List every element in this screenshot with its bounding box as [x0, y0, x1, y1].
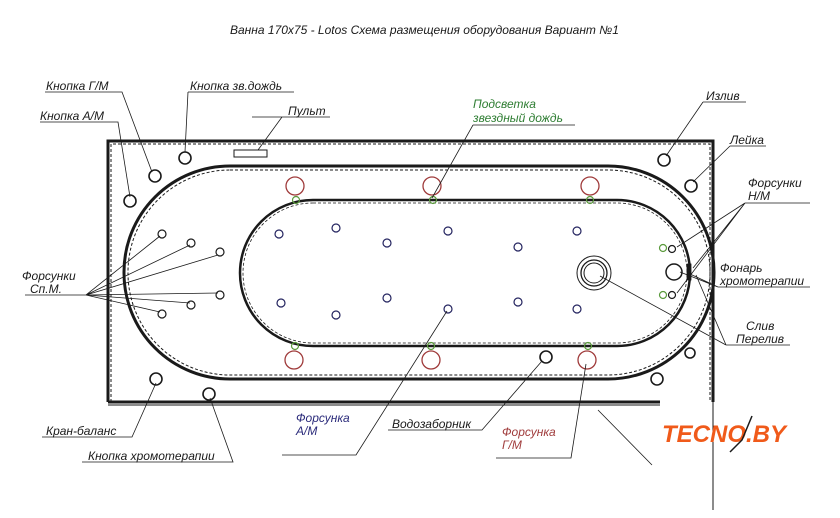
button-gm: [148, 169, 162, 183]
rim-buttons: [123, 151, 698, 401]
mixer-valve: [149, 372, 163, 386]
label-chromo-lamp-2: хромотерапии: [719, 274, 804, 288]
label-spout: Излив: [706, 89, 740, 103]
side-fixtures: [665, 244, 692, 300]
label-chromo-lamp-1: Фонарь: [720, 261, 762, 275]
label-star-rain-light-1: Подсветка: [473, 97, 536, 111]
back-jets: [157, 229, 225, 319]
hand-shower: [684, 179, 698, 193]
label-button-star-rain: Кнопка зв.дождь: [190, 79, 282, 93]
chromo-button: [202, 387, 216, 401]
air-jets: [274, 223, 582, 320]
hydro-jets: [284, 176, 600, 370]
leader-lines: [25, 91, 810, 466]
spout: [657, 153, 671, 167]
drain: [576, 255, 612, 291]
label-control-panel: Пульт: [288, 104, 326, 118]
label-chromo-button: Кнопка хромотерапии: [88, 449, 215, 463]
water-intake: [539, 350, 553, 364]
label-air-jet-1: Форсунка: [296, 411, 350, 425]
label-star-rain-light-2: звездный дождь: [472, 111, 563, 125]
label-water-intake: Водозаборник: [392, 417, 472, 431]
side-button: [650, 372, 664, 386]
label-hydro-jet-2: Г/М: [502, 438, 522, 452]
button-star-rain: [178, 151, 192, 165]
label-jets-nm-1: Форсунки: [748, 176, 802, 190]
label-mixer-valve: Кран-баланс: [46, 424, 116, 438]
logo-text: TECNO.BY: [662, 421, 788, 448]
tecno-logo: TECNO.BY: [662, 415, 788, 453]
label-overflow: Перелив: [736, 332, 784, 346]
label-hand-shower: Лейка: [729, 133, 764, 147]
label-button-am: Кнопка А/М: [40, 109, 104, 123]
label-air-jet-2: А/М: [295, 424, 317, 438]
star-rain-lights: [290, 195, 668, 351]
label-drain: Слив: [746, 319, 774, 333]
label-back-jets-1: Форсунки: [22, 269, 76, 283]
tub-basin: [122, 164, 716, 381]
control-panel: [233, 149, 268, 158]
label-back-jets-2: Сп.М.: [30, 282, 62, 296]
lightning-icon: [729, 415, 753, 453]
scheme-title: Ванна 170x75 - Lotos Схема размещения об…: [230, 23, 619, 37]
side-button-2: [684, 347, 696, 359]
label-hydro-jet-1: Форсунка: [502, 425, 556, 439]
label-jets-nm-2: Н/М: [748, 189, 770, 203]
tub-floor: [238, 198, 692, 348]
label-button-gm: Кнопка Г/М: [46, 79, 108, 93]
